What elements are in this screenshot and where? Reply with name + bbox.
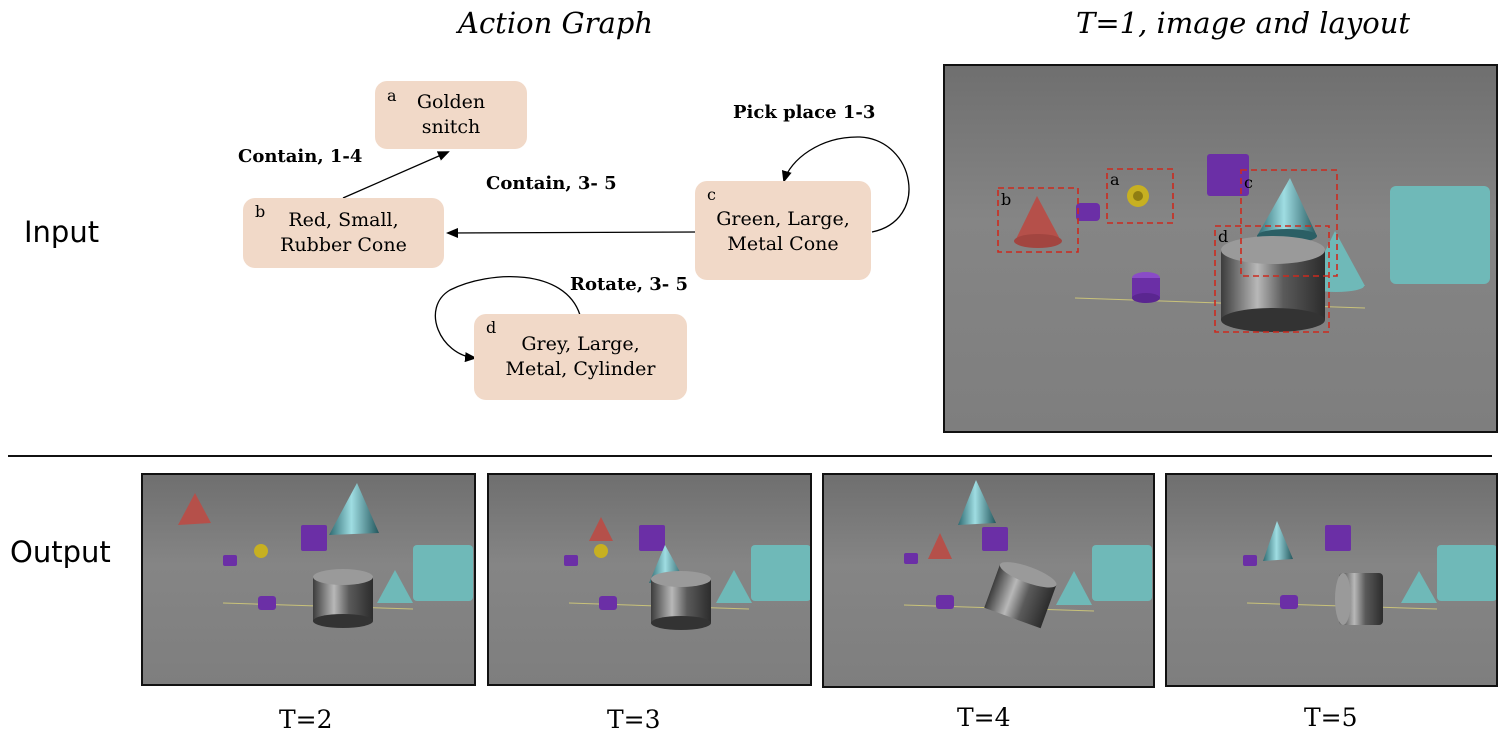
edge-label-d-self: Rotate, 3- 5 [570, 274, 689, 295]
output-frame-t4 [822, 473, 1155, 688]
input-image-heading: T=1, image and layout [1076, 6, 1411, 40]
time-label-t4: T=4 [957, 703, 1011, 732]
output-scene-t5 [1167, 475, 1496, 685]
output-scene-t4 [824, 475, 1153, 686]
node-label-line1: Grey, Large, [521, 333, 640, 355]
node-label-line2: Rubber Cone [280, 234, 407, 256]
node-label-line2: Metal Cone [727, 233, 839, 255]
input-scene-drawing [945, 66, 1496, 431]
graph-node-c: c Green, Large, Metal Cone [695, 181, 871, 280]
node-label-line1: Green, Large, [716, 208, 850, 230]
node-key: d [486, 318, 497, 337]
node-label-line1: Golden [416, 91, 486, 113]
section-divider [8, 455, 1492, 457]
layout-box-label-c: c [1244, 173, 1253, 192]
edge-b-to-a [342, 151, 450, 199]
output-frame-t3 [487, 473, 812, 686]
node-key: b [255, 202, 266, 221]
node-label-line2: Metal, Cylinder [505, 358, 656, 380]
edge-label-c-self: Pick place 1-3 [733, 102, 876, 123]
output-scene-t3 [489, 475, 810, 684]
graph-node-b: b Red, Small, Rubber Cone [243, 198, 444, 268]
action-graph-heading: Action Graph [458, 6, 654, 40]
edge-d-self-loop [434, 275, 581, 363]
node-label-line1: Red, Small, [288, 209, 399, 231]
output-frame-t2 [141, 473, 476, 686]
edge-label-b-to-a: Contain, 1-4 [238, 146, 363, 167]
input-row-label: Input [24, 215, 100, 249]
layout-box-label-d: d [1218, 227, 1229, 246]
graph-node-d: d Grey, Large, Metal, Cylinder [474, 314, 687, 400]
graph-node-a: a Golden snitch [375, 81, 527, 149]
time-label-t5: T=5 [1304, 703, 1358, 732]
layout-box-label-b: b [1001, 190, 1012, 209]
edge-label-c-to-b: Contain, 3- 5 [486, 173, 617, 194]
node-label-line2: snitch [421, 116, 481, 138]
layout-box-label-a: a [1110, 170, 1120, 189]
edge-c-to-b [446, 227, 698, 238]
input-scene-image: b a c d [943, 64, 1498, 433]
output-scene-t2 [143, 475, 474, 684]
edge-c-self-loop [781, 136, 910, 233]
node-key: a [387, 86, 397, 105]
time-label-t2: T=2 [279, 705, 333, 734]
node-key: c [707, 185, 716, 204]
output-frame-t5 [1165, 473, 1498, 687]
time-label-t3: T=3 [607, 705, 661, 734]
output-row-label: Output [10, 535, 111, 569]
